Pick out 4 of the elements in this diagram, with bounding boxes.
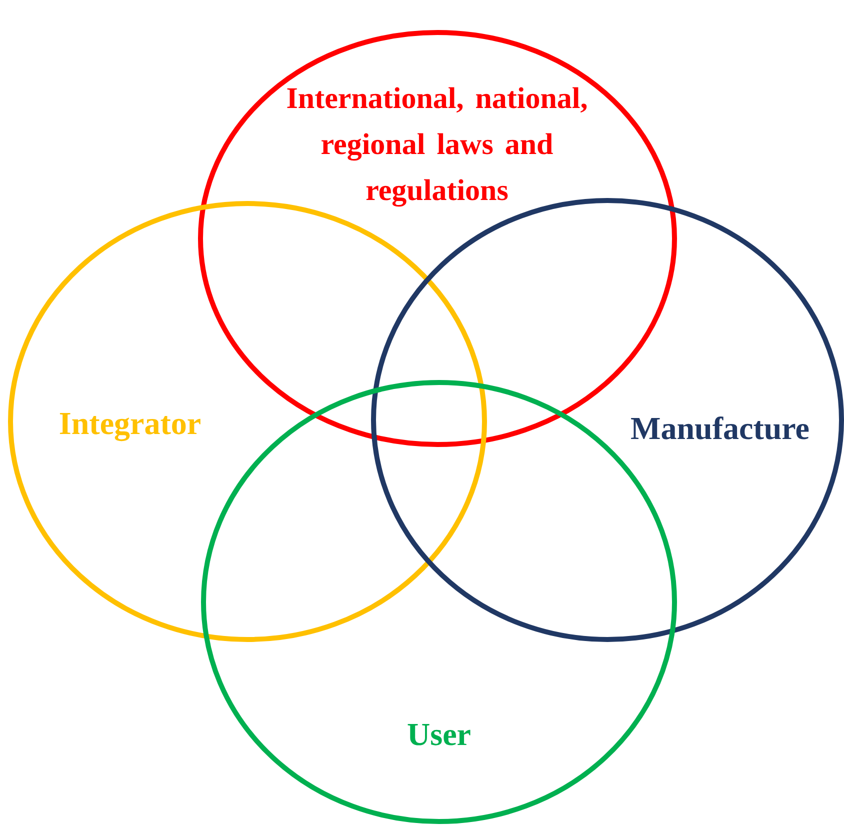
circle-label: International, national, regional laws and regulations xyxy=(285,81,589,209)
circle-label: Manufacture xyxy=(630,409,810,448)
circle-label: User xyxy=(406,715,472,754)
circle-label: Integrator xyxy=(58,404,202,444)
